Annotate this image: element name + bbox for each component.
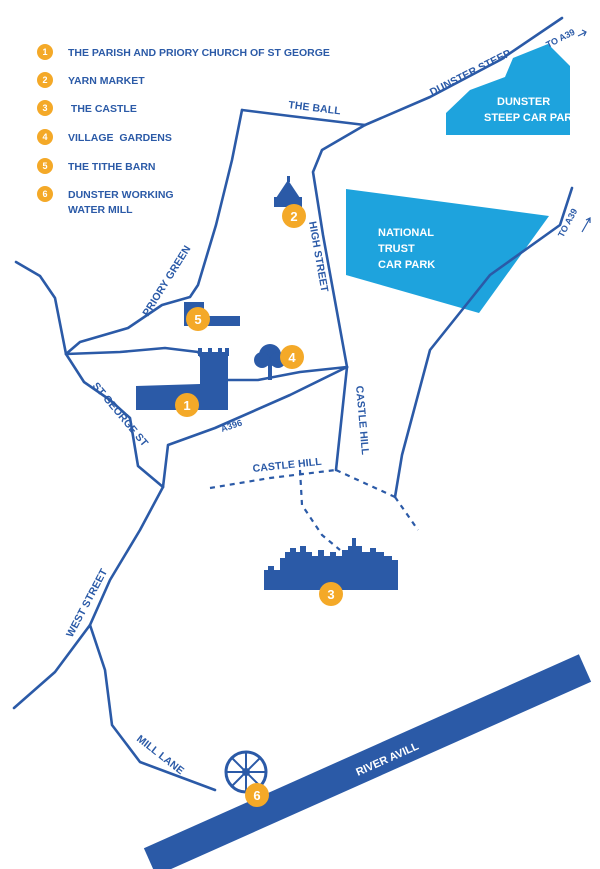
- legend-item-4[interactable]: 4 VILLAGE GARDENS: [37, 129, 172, 145]
- footpaths: [209, 468, 419, 551]
- marker-3[interactable]: 3: [319, 582, 343, 606]
- label-national-trust-1: NATIONAL: [378, 227, 434, 239]
- marker-4-number: 4: [288, 350, 296, 365]
- legend-text-6-line2: WATER MILL: [68, 204, 133, 216]
- road-high-street: [311, 123, 367, 369]
- marker-1[interactable]: 1: [175, 393, 199, 417]
- road-west-street: [12, 485, 165, 710]
- tree-icon: [254, 344, 286, 380]
- footpath-east: [394, 496, 419, 531]
- legend-text-5: THE TITHE BARN: [68, 161, 156, 173]
- national-trust-car-park: [346, 189, 549, 313]
- legend-text-3: THE CASTLE: [68, 103, 137, 115]
- road-a39-branch: [393, 186, 574, 499]
- marker-2[interactable]: 2: [282, 204, 306, 228]
- road-mill-lane: [88, 623, 217, 792]
- legend-item-3[interactable]: 3 THE CASTLE: [37, 100, 137, 116]
- water-wheel-icon: [224, 750, 268, 794]
- marker-3-number: 3: [327, 587, 334, 602]
- footpath-castle-hill: [209, 468, 337, 490]
- legend-item-2[interactable]: 2 YARN MARKET: [37, 72, 145, 88]
- street-labels: DUNSTER STEEP THE BALL HIGH STREET PRIOR…: [64, 47, 513, 778]
- arrow-to-a39-right: [581, 217, 591, 233]
- legend: 1 THE PARISH AND PRIORY CHURCH OF ST GEO…: [37, 44, 330, 216]
- road-dunster-steep: [363, 16, 564, 127]
- yarn-market-icon: [274, 176, 302, 207]
- legend-number-3: 3: [42, 103, 47, 113]
- label-national-trust-2: TRUST: [378, 243, 415, 255]
- label-a396: A396: [220, 418, 244, 434]
- road-a396: [161, 365, 349, 489]
- legend-number-4: 4: [42, 132, 47, 142]
- legend-number-6: 6: [42, 189, 47, 199]
- marker-5[interactable]: 5: [186, 307, 210, 331]
- road-village-cross: [64, 346, 217, 382]
- legend-number-5: 5: [42, 161, 47, 171]
- castle-icon: [264, 538, 398, 590]
- dunster-steep-car-park: [446, 44, 570, 135]
- legend-text-2: YARN MARKET: [68, 75, 145, 87]
- legend-text-1: THE PARISH AND PRIORY CHURCH OF ST GEORG…: [68, 47, 330, 59]
- label-the-ball: THE BALL: [288, 99, 342, 117]
- legend-item-1[interactable]: 1 THE PARISH AND PRIORY CHURCH OF ST GEO…: [37, 44, 330, 60]
- car-park-labels: DUNSTER STEEP CAR PARK NATIONAL TRUST CA…: [378, 96, 580, 271]
- footpath-to-a39: [335, 468, 396, 499]
- river-avill: [143, 654, 592, 869]
- road-north-lane: [14, 260, 68, 356]
- road-the-ball: [240, 108, 367, 127]
- map-markers: 1 2 3 4 5 6: [175, 204, 343, 807]
- legend-text-4: VILLAGE GARDENS: [68, 132, 172, 144]
- marker-1-number: 1: [183, 398, 190, 413]
- marker-6[interactable]: 6: [245, 783, 269, 807]
- label-to-a39-top: TO A39: [544, 27, 576, 50]
- marker-4[interactable]: 4: [280, 345, 304, 369]
- roads: [12, 16, 574, 792]
- road-a396-bend: [213, 365, 349, 382]
- legend-item-5[interactable]: 5 THE TITHE BARN: [37, 158, 156, 174]
- label-national-trust-3: CAR PARK: [378, 259, 435, 271]
- footpath-castle-drive: [298, 469, 341, 551]
- label-castle-hill-vertical: CASTLE HILL: [353, 385, 371, 456]
- road-castle-hill-vertical: [334, 365, 349, 472]
- marker-5-number: 5: [194, 312, 201, 327]
- legend-number-2: 2: [42, 75, 47, 85]
- label-dunster-steep-car-park-2: STEEP CAR PARK: [484, 112, 580, 124]
- label-dunster-steep-car-park-1: DUNSTER: [497, 96, 550, 108]
- legend-number-1: 1: [42, 47, 47, 57]
- road-priory-green-west: [64, 108, 244, 356]
- arrow-to-a39-top: [577, 29, 587, 37]
- legend-text-6-line1: DUNSTER WORKING: [68, 189, 174, 201]
- marker-2-number: 2: [290, 209, 297, 224]
- marker-6-number: 6: [253, 788, 260, 803]
- road-st-george-st: [64, 352, 165, 489]
- legend-item-6[interactable]: 6 DUNSTER WORKING WATER MILL: [37, 186, 174, 216]
